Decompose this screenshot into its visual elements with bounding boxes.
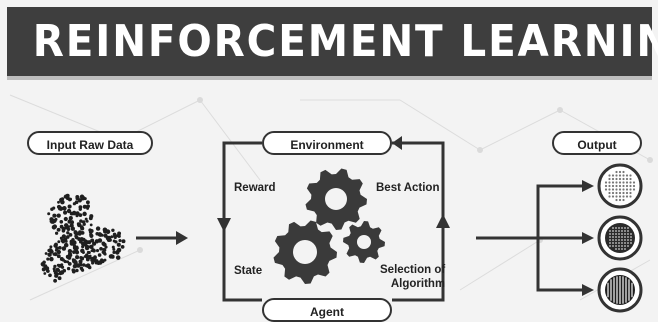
input-raw-data-label: Input Raw Data: [27, 131, 153, 155]
reward-label: Reward: [234, 182, 276, 194]
title-banner: REINFORCEMENT LEARNING: [7, 7, 658, 80]
output-dense-dots-circle-icon: [597, 215, 643, 261]
best-action-label: Best Action: [376, 182, 440, 194]
gears-icon: [273, 168, 385, 284]
scatter-cloud-icon: [40, 193, 126, 283]
output-arrowheads: [582, 180, 594, 296]
selection-of-algorithm-label: Selection of Algorithm: [380, 264, 446, 290]
output-label: Output: [552, 131, 642, 155]
agent-label: Agent: [262, 298, 392, 322]
output-arrows: [476, 184, 585, 292]
input-arrow: [136, 231, 188, 245]
page-title: REINFORCEMENT LEARNING: [32, 16, 658, 67]
loop-arrowheads: [217, 136, 450, 232]
state-label: State: [234, 265, 263, 277]
output-striped-circle-icon: [597, 267, 643, 313]
output-grid-dots-circle-icon: [597, 163, 643, 209]
environment-label: Environment: [262, 131, 392, 155]
